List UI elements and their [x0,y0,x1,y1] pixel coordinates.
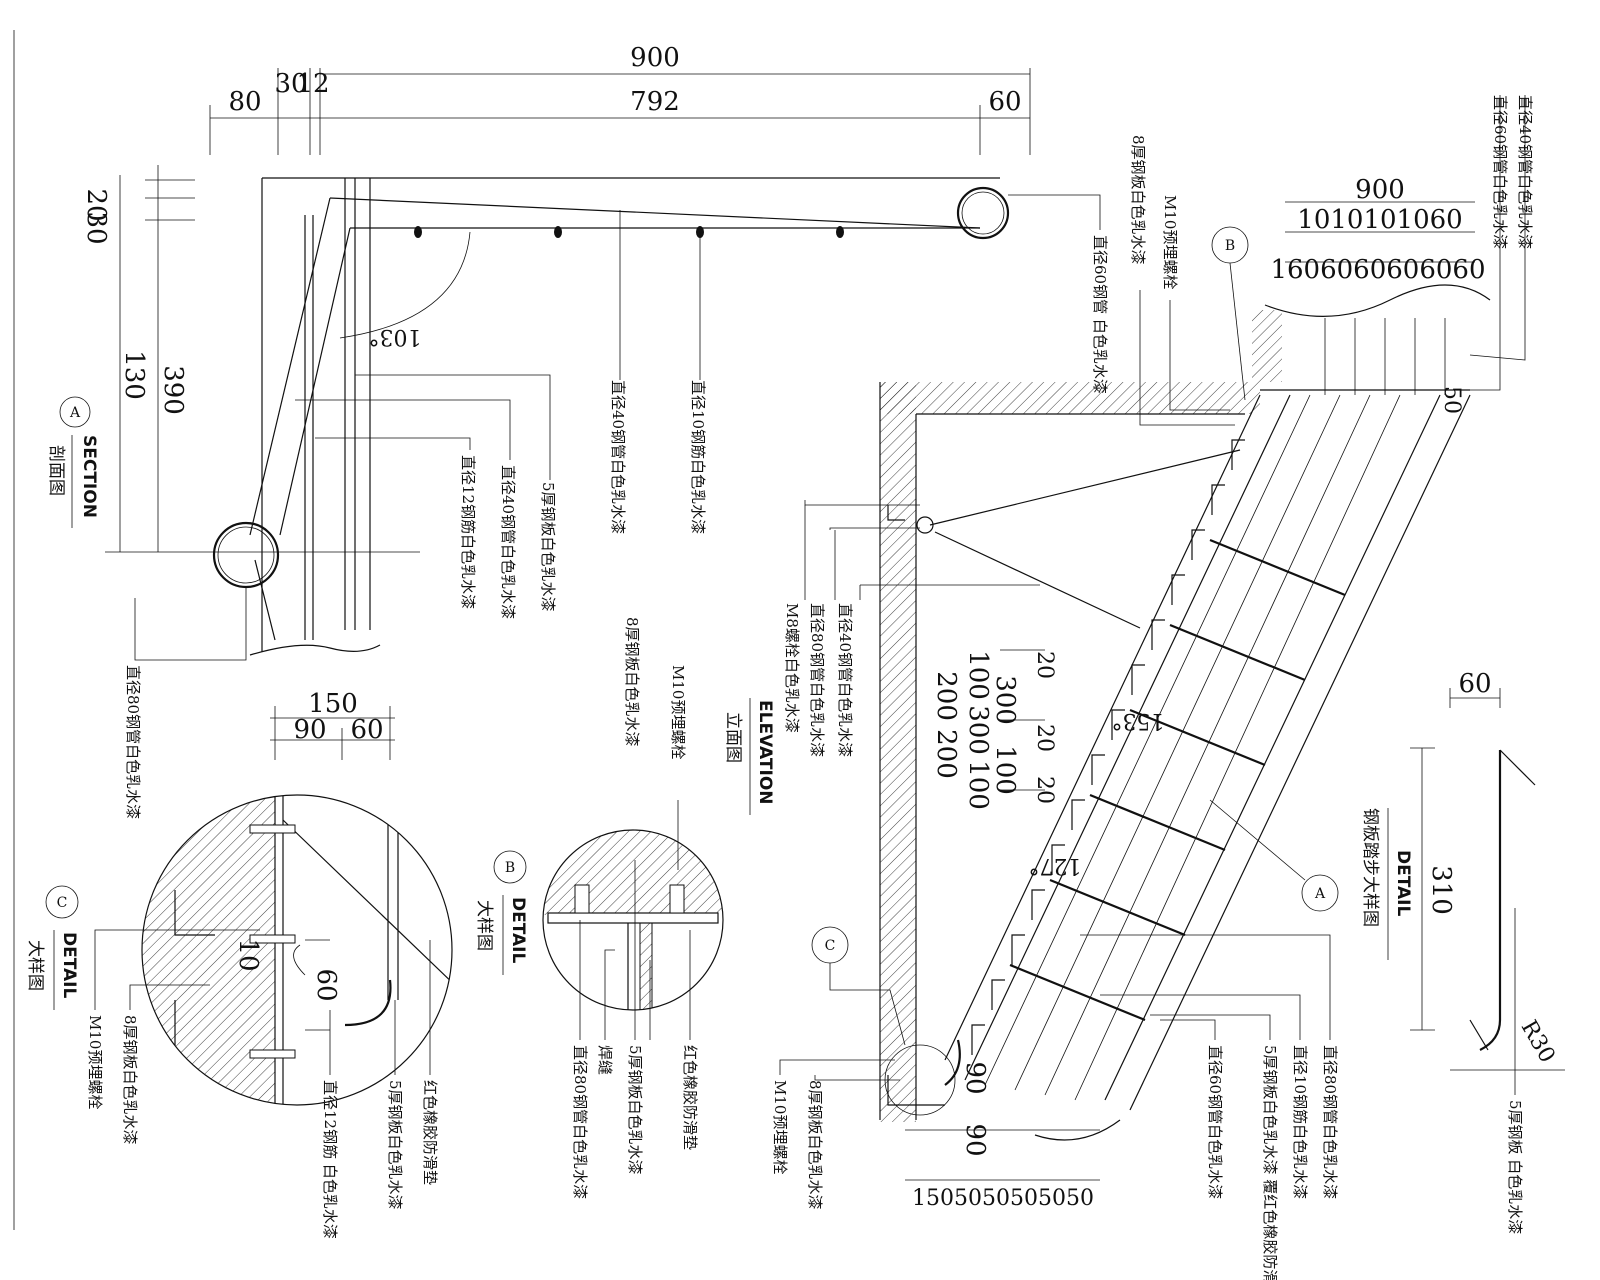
section-note-5: 直径12钢筋白色乳水漆 [459,455,477,609]
elev-note-top-2: 直径40钢管白色乳水漆 [1516,95,1534,249]
elev-dim-top-row: 1010101060 [1297,205,1462,235]
detail-c-view: 150 90 60 10 60 M10预埋螺栓 8厚钢板白色乳水 [25,689,453,1239]
detail-c-dim-d1: 10 [233,938,263,971]
elev-angle-2: 127° [1029,853,1082,878]
detail-b-title: DETAIL [508,897,528,963]
detail-c-subtitle: 大样图 [25,940,45,991]
elev-dim-c1: 100 [963,650,993,700]
detail-c-note-0: M10预埋螺栓 [86,1015,104,1109]
elev-dim-c2: 300 [963,705,993,755]
elev-dim-r3: 20 [1032,776,1057,804]
detail-c-dim-w: 150 [308,689,358,719]
detail-b-note-4: 5厚钢板白色乳水漆 [626,1045,644,1175]
section-dim-b: 12 [296,69,329,99]
elev-dim-r2: 20 [1032,724,1057,752]
detail-c-note-1: 8厚钢板白色乳水漆 [121,1015,139,1145]
elev-note-left-0: 直径40钢管白色乳水漆 [836,603,854,757]
detail-c-marker: C [57,895,68,911]
section-dim-v2: 30 [81,211,111,244]
section-dim-mid: 792 [630,87,680,117]
section-note-3: 5厚钢板白色乳水漆 [539,482,557,612]
section-dim-h1: 130 [119,350,149,400]
section-subtitle: 剖面图 [46,445,66,496]
elev-note-left-1: 直径80钢管白色乳水漆 [808,603,826,757]
elev-dim-mid-row: 1606060606060 [1270,255,1485,285]
section-title: SECTION [79,435,99,518]
elev-angle-1: 153° [1112,708,1165,733]
section-note-2: 直径10钢筋白色乳水漆 [689,380,707,534]
elev-dim-bottom: 1505050505050 [912,1186,1094,1211]
detail-c-note-4: 红色橡胶防滑垫 [421,1080,439,1185]
section-dim-a: 30 [274,69,307,99]
section-dim-total: 900 [630,43,680,73]
elev-dim-c5: 100 [990,745,1020,795]
elev-dim-top: 900 [1355,175,1405,205]
elevation-title: ELEVATION [755,700,775,805]
elev-dim-right: 50 [1439,386,1464,414]
detail-b-marker: B [505,860,515,876]
elev-note-bottom-0: M10预埋螺栓 [771,1080,789,1174]
detail-b-note-2: 直径80钢管白色乳水漆 [571,1045,589,1199]
detail-c-title: DETAIL [59,932,79,998]
detail-b-subtitle: 大样图 [474,900,494,951]
section-angle: 103° [369,324,422,349]
section-dim-left: 80 [228,87,261,117]
elevation-view: 900 1010101060 1606060606060 [723,95,1534,1280]
section-note-6: 直径80钢管白色乳水漆 [124,665,142,819]
elev-note-top-0: 8厚钢板白色乳水漆 [1129,135,1147,265]
elev-note-left-2: M8螺栓白色乳水漆 [783,603,801,733]
elev-note-bottom-3: 直径10钢筋白色乳水漆 [1291,1045,1309,1199]
elev-dim-c6: 200 200 [931,671,961,779]
section-dim-h2: 390 [158,365,188,415]
detail-b-note-5: 红色橡胶防滑垫 [681,1045,699,1150]
detail-b-view: 8厚钢板白色乳水漆 M10预埋螺栓 直径80钢管白色乳水漆 焊缝 5厚钢板白色乳… [474,617,724,1199]
detail-step-note-0: 5厚钢板 白色乳水漆 [1506,1100,1524,1234]
detail-c-dim-w1: 90 [293,715,326,745]
section-view: 900 80 30 12 792 60 20 30 130 390 [46,43,1109,819]
detail-step-title: DETAIL [1393,850,1413,916]
detail-step-subtitle: 钢板踏步大样图 [1360,808,1380,927]
section-dim-v1: 20 [81,188,111,221]
section-note-0: 直径60钢管 白色乳水漆 [1091,235,1109,394]
section-marker: A [69,405,81,421]
elev-marker-c: C [825,938,836,954]
elev-dim-b2: 90 [960,1123,990,1156]
detail-c-note-3: 5厚钢板白色乳水漆 [386,1080,404,1210]
elev-dim-c4: 300 [990,675,1020,725]
detail-b-note-0: 8厚钢板白色乳水漆 [623,617,641,747]
elevation-subtitle: 立面图 [723,712,743,763]
elev-dim-r1: 20 [1032,651,1057,679]
elev-marker-b: B [1225,238,1235,254]
elev-dim-b1: 90 [960,1061,990,1094]
detail-c-dim-w2: 60 [350,715,383,745]
detail-step-dim-r: R30 [1516,1016,1560,1067]
detail-b-note-3: 焊缝 [596,1045,614,1075]
section-note-1: 直径40钢管白色乳水漆 [609,380,627,534]
elev-note-bottom-1: 8厚钢板白色乳水漆 [806,1080,824,1210]
elev-marker-a: A [1314,886,1326,902]
detail-b-note-1: M10预埋螺栓 [669,665,687,759]
section-dim-right: 60 [988,87,1021,117]
detail-step-dim-w: 60 [1458,669,1491,699]
detail-step-view: 60 310 R30 5厚钢板 白色乳水漆 DETAIL 钢板踏步大样图 [1360,669,1565,1234]
elev-dim-c3: 100 [963,760,993,810]
elev-note-bottom-4: 5厚钢板白色乳水漆 覆红色橡胶防滑垫 [1261,1045,1279,1280]
elev-note-top-1: M10预埋螺栓 [1161,195,1179,289]
elev-note-bottom-5: 直径60钢管白色乳水漆 [1206,1045,1224,1199]
elev-note-bottom-2: 直径80钢管白色乳水漆 [1321,1045,1339,1199]
elev-note-top-3: 直径60钢管白色乳水漆 [1491,95,1509,249]
detail-c-dim-d2: 60 [311,968,341,1001]
section-note-4: 直径40钢管白色乳水漆 [499,465,517,619]
detail-step-dim-h: 310 [1426,865,1456,915]
detail-c-note-2: 直径12钢筋 白色乳水漆 [321,1080,339,1239]
